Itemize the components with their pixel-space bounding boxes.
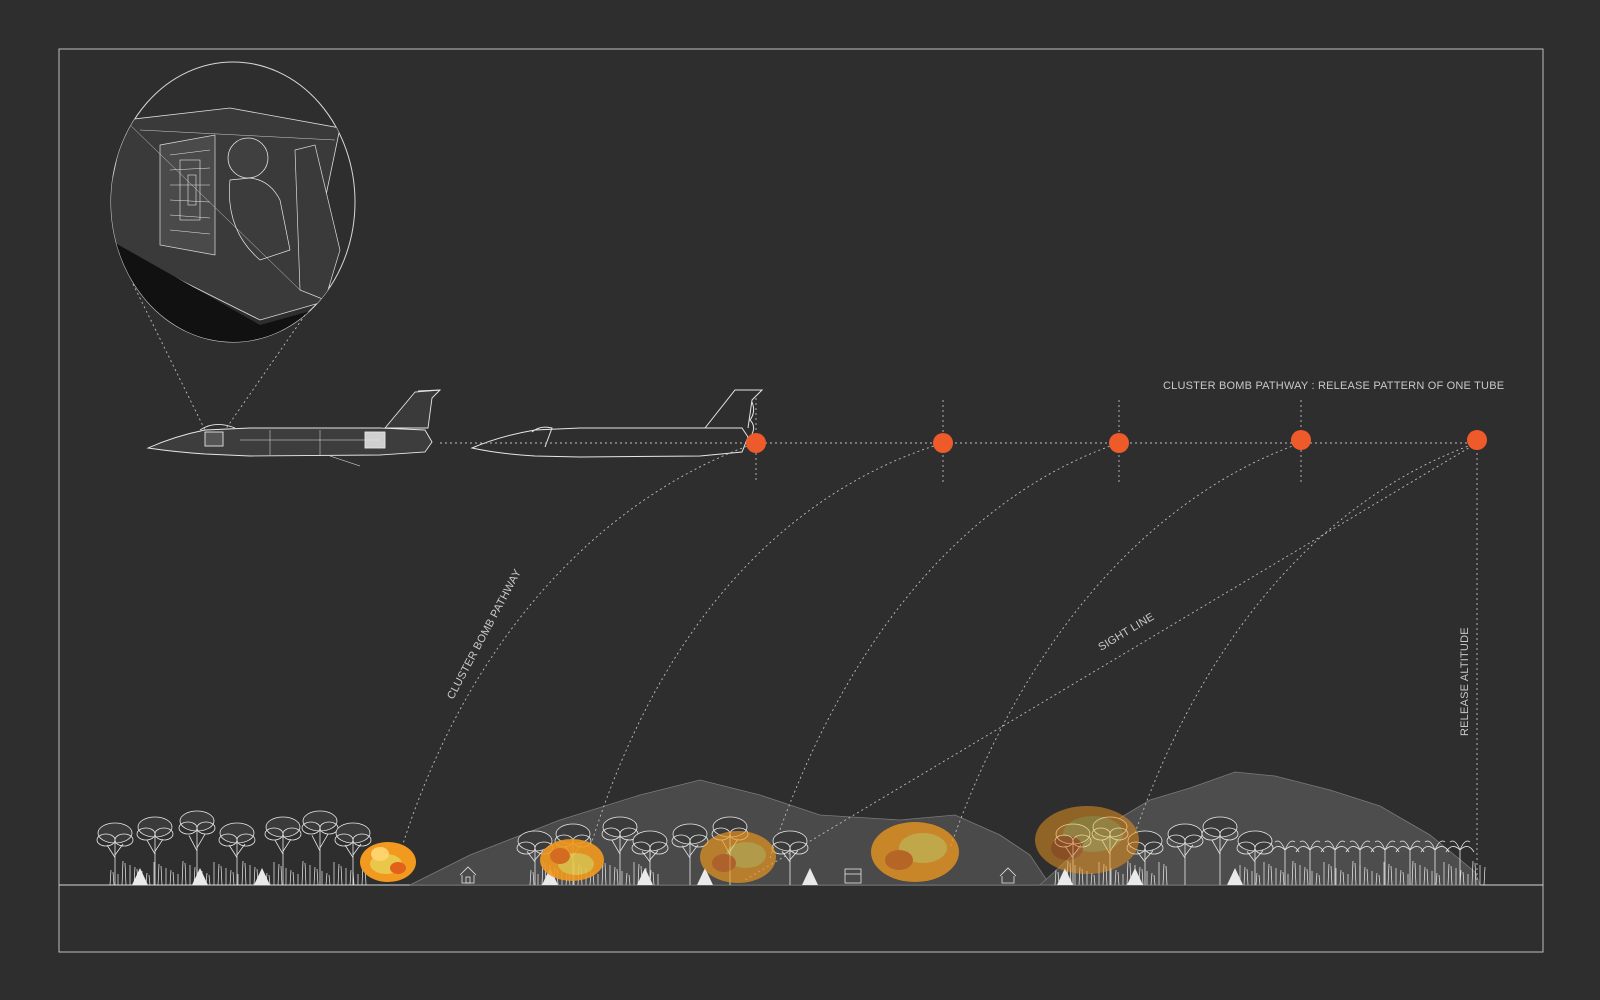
palm-icon (1395, 840, 1425, 885)
release-point-4[interactable] (1291, 430, 1311, 450)
palm-icon (1270, 840, 1300, 885)
tree-icon (178, 810, 216, 885)
bush (637, 868, 653, 885)
bush (697, 868, 713, 885)
bomb-pathway-5 (1129, 442, 1478, 849)
bush (1227, 868, 1243, 885)
tree-icon (671, 823, 709, 885)
hut-icon (459, 866, 477, 884)
bush (192, 868, 208, 885)
palm-icon (1370, 840, 1400, 885)
jet-cutaway-icon (146, 389, 442, 467)
hut-icon (844, 868, 862, 884)
bush (802, 868, 818, 885)
bush (1127, 868, 1143, 885)
tree-icon (631, 830, 669, 885)
huts (459, 866, 1017, 884)
explosion-icon (360, 842, 416, 882)
cockpit-detail-icon (110, 61, 356, 431)
bomb-pathway-1 (397, 442, 757, 861)
sight-line (744, 442, 1478, 881)
bush (542, 868, 558, 885)
hut-icon (999, 867, 1017, 884)
bomb-pathways (397, 442, 1478, 861)
release-ticks (755, 398, 1302, 482)
grass (1239, 860, 1486, 886)
explosion-icon (1035, 806, 1139, 874)
bomb-pathway-2 (589, 442, 944, 849)
jet-outline-icon (470, 389, 764, 458)
tree-icon (516, 830, 554, 885)
palm-icon (1445, 840, 1475, 885)
release-point-5[interactable] (1467, 430, 1487, 450)
release-points (746, 430, 1487, 453)
explosion-icon (871, 822, 959, 882)
bomb-pathway-4 (949, 442, 1302, 849)
tree-icon (96, 822, 134, 885)
release-altitude-label: RELEASE ALTITUDE (1459, 627, 1471, 736)
release-point-2[interactable] (933, 433, 953, 453)
tree-icon (771, 830, 809, 885)
explosion-icon (540, 839, 604, 881)
palm-icon (1320, 840, 1350, 885)
tree-icon (264, 816, 302, 885)
tree-icon (301, 810, 339, 885)
bush (132, 868, 148, 885)
grass (109, 860, 367, 886)
bomb-pathway-3 (769, 442, 1120, 859)
sight-line-label: SIGHT LINE (1096, 611, 1156, 654)
drawing-frame (58, 48, 1544, 953)
release-point-1[interactable] (746, 433, 766, 453)
release-point-3[interactable] (1109, 433, 1129, 453)
diagram-title: CLUSTER BOMB PATHWAY : RELEASE PATTERN O… (1163, 380, 1504, 392)
tree-icon (1201, 816, 1239, 885)
tree-icon (136, 816, 174, 885)
pathway-label: CLUSTER BOMB PATHWAY (445, 567, 524, 701)
bush (254, 868, 270, 885)
bush (1057, 868, 1073, 885)
tree-icon (334, 822, 372, 885)
impact-explosions (360, 806, 1139, 883)
explosion-icon (700, 831, 776, 883)
palm-icon (1295, 840, 1325, 885)
tree-icon (1236, 830, 1274, 885)
tree-icon (218, 822, 256, 885)
palm-icon (1420, 840, 1450, 885)
